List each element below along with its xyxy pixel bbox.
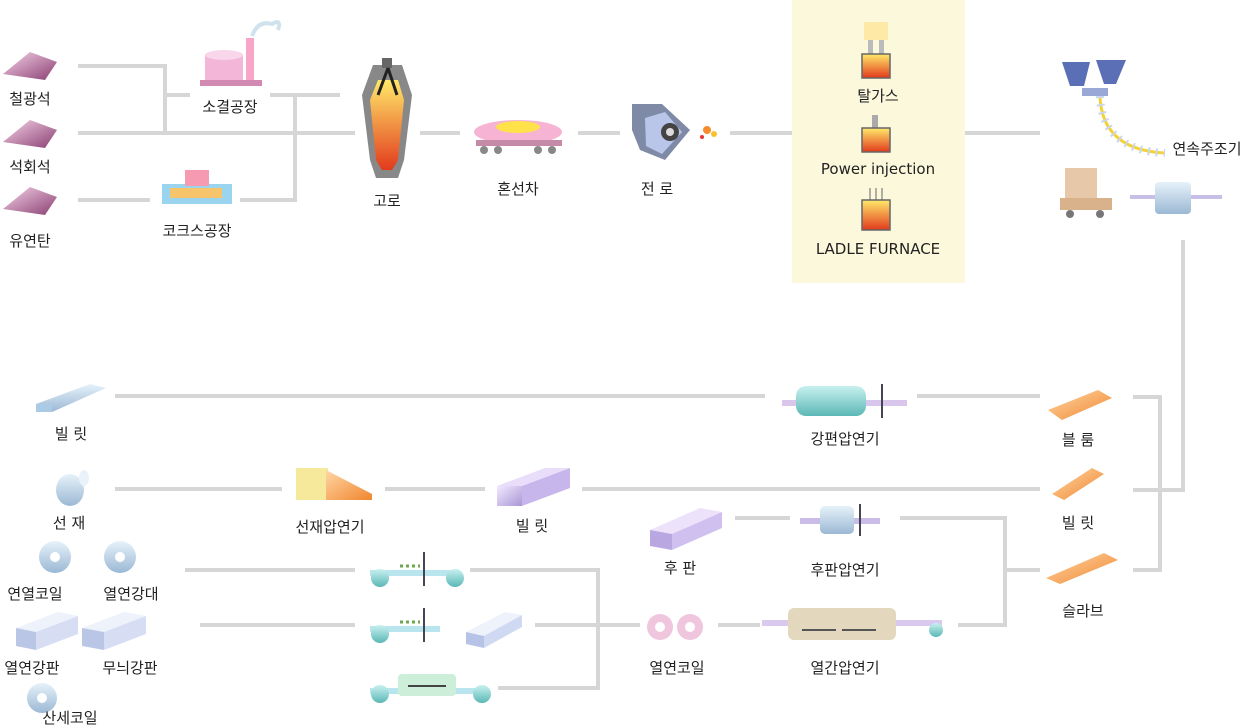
label-continuous-caster: 연속주조기 [1172, 140, 1242, 158]
ore-pile-icon [3, 52, 57, 80]
ore-pile-icon [3, 187, 57, 215]
steel-bar-icon [1046, 553, 1118, 584]
steel-bar-icon [36, 384, 106, 412]
rolling-mill-icon [762, 608, 943, 640]
label-sinter-plant: 소결공장 [202, 98, 258, 116]
label-ladle-furnace: LADLE FURNACE [815, 240, 941, 258]
sinter-plant-icon [200, 20, 282, 86]
label-hot-rolled-coil: 연열코일 [7, 585, 63, 603]
label-checkered-plate: 무늬강판 [102, 659, 158, 677]
coil-icon [647, 614, 703, 640]
rolling-mill-icon [800, 504, 880, 536]
label-power-injection: Power injection [820, 160, 936, 178]
coil-icon [56, 470, 89, 506]
label-limestone: 석회석 [9, 158, 51, 176]
label-converter: 전 로 [640, 180, 674, 198]
rolling-mill-icon [782, 384, 907, 418]
label-bloom: 블 룸 [1061, 431, 1095, 449]
label-degassing: 탈가스 [857, 87, 899, 105]
label-slab: 슬라브 [1062, 602, 1104, 620]
rolling-mill-icon [370, 608, 522, 648]
plate-icon [650, 508, 722, 550]
degasser-icon [861, 22, 891, 79]
rolling-mill-icon [296, 468, 372, 500]
label-wire-rod-mill: 선재압연기 [295, 518, 365, 536]
label-billet-out: 빌 릿 [54, 425, 88, 443]
steel-bar-icon [1052, 468, 1104, 500]
coil-icon [104, 541, 136, 573]
caster-icon [1060, 60, 1222, 218]
label-plate-mill: 후판압연기 [810, 561, 880, 579]
coke-oven-icon [162, 170, 232, 204]
label-blast-furnace: 고로 [373, 192, 401, 210]
steel-bar-icon [497, 468, 570, 506]
label-billet: 빌 릿 [1061, 514, 1095, 532]
label-wire-rod: 선 재 [52, 514, 86, 532]
injection-icon [861, 115, 891, 153]
torpedo-car-icon [474, 120, 562, 154]
label-hot-coil: 열연코일 [649, 659, 705, 677]
label-plate: 후 판 [663, 559, 697, 577]
label-coal: 유연탄 [9, 232, 51, 250]
coil-icon [39, 541, 71, 573]
ladle-furnace-icon [861, 188, 891, 231]
label-coke-plant: 코크스공장 [162, 222, 232, 240]
label-section-mill: 강편압연기 [810, 430, 880, 448]
label-torpedo-car: 혼선차 [497, 180, 539, 198]
steel-bar-icon [1048, 390, 1112, 420]
rolling-mill-icon [370, 674, 491, 703]
plate-icon [82, 612, 146, 650]
label-hot-strip: 열연강대 [103, 585, 159, 603]
blast-furnace-icon [362, 58, 412, 178]
converter-icon [632, 104, 717, 160]
label-hot-rolled-plate: 열연강판 [4, 659, 60, 677]
coil-icon [27, 683, 57, 713]
label-hot-strip-mill: 열간압연기 [810, 659, 880, 677]
label-iron-ore: 철광석 [9, 90, 51, 108]
rolling-mill-icon [370, 552, 464, 587]
ore-pile-icon [3, 120, 57, 148]
label-pickled-coil: 산세코일 [42, 709, 98, 727]
plate-icon [16, 612, 78, 650]
label-billet-mid: 빌 릿 [515, 517, 549, 535]
